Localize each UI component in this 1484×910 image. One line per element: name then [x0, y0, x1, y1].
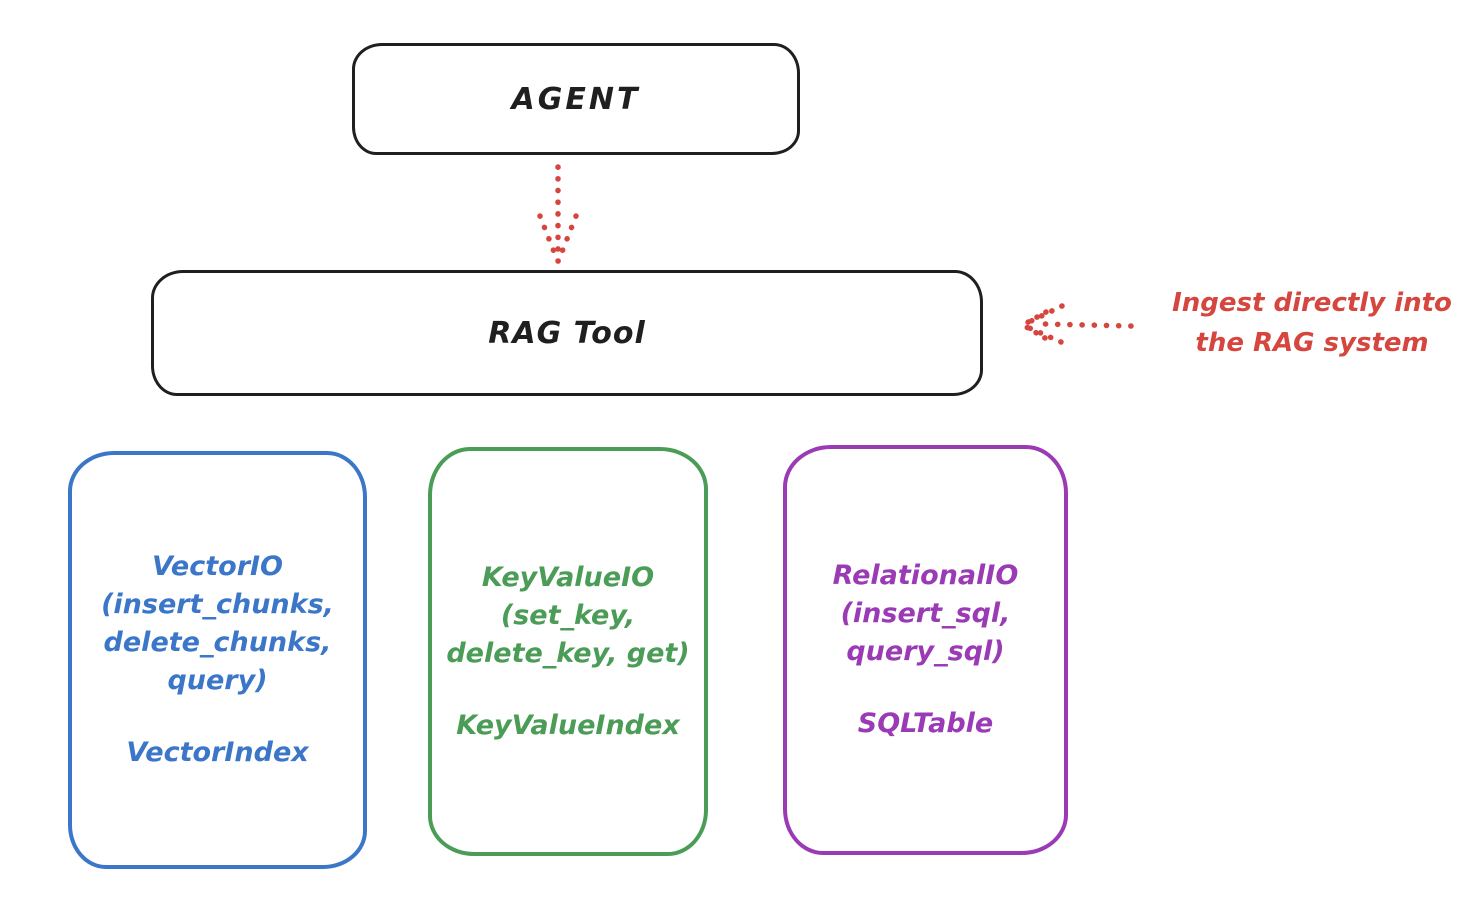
ingest-annotation-line2: the RAG system [1195, 328, 1429, 358]
relational-io-line: (insert_sql, [840, 598, 1011, 629]
vector-io-line: query) [167, 665, 268, 696]
agent-box: AGENT [352, 43, 800, 155]
rag-tool-box: RAG Tool [151, 270, 983, 396]
agent-to-rag-arrow [537, 164, 579, 264]
annotation-to-rag-arrow [1020, 303, 1134, 345]
relational-io-box: RelationalIO (insert_sql, query_sql) SQL… [783, 445, 1068, 855]
keyvalue-io-line: delete_key, get) [446, 637, 690, 669]
ingest-annotation-line1: Ingest directly into [1172, 288, 1452, 318]
relational-io-line: query_sql) [846, 636, 1005, 667]
vector-io-line: delete_chunks, [103, 627, 332, 658]
keyvalue-index-label: KeyValueIndex [456, 709, 680, 741]
vector-io-box: VectorIO (insert_chunks, delete_chunks, … [68, 451, 367, 869]
keyvalue-io-box: KeyValueIO (set_key, delete_key, get) Ke… [428, 447, 708, 856]
vector-io-line: (insert_chunks, [101, 589, 334, 620]
sqltable-label: SQLTable [857, 708, 994, 739]
relational-io-line: RelationalIO [832, 560, 1019, 591]
agent-label: AGENT [511, 81, 641, 117]
keyvalue-io-line: (set_key, [500, 599, 636, 631]
rag-tool-label: RAG Tool [488, 315, 646, 351]
vector-index-label: VectorIndex [126, 737, 309, 768]
ingest-annotation: Ingest directly into the RAG system [1140, 283, 1484, 363]
keyvalue-io-line: KeyValueIO [481, 561, 655, 593]
vector-io-line: VectorIO [151, 551, 284, 582]
